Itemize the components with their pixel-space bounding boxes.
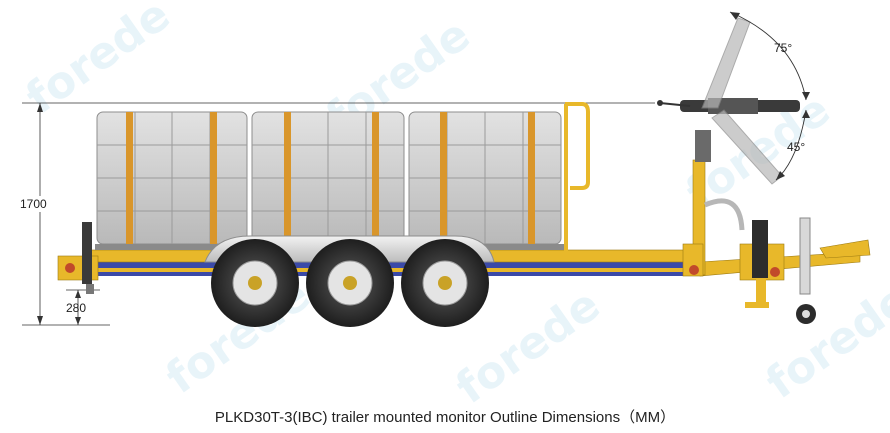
angle-indicators: 75° 45° — [729, 11, 810, 181]
watermark-text: forede — [17, 0, 179, 124]
diagram-caption: PLKD30T-3(IBC) trailer mounted monitor O… — [214, 409, 676, 426]
clearance-label: 280 — [66, 301, 86, 315]
height-label: 1700 — [20, 197, 47, 211]
ibc-tank — [251, 111, 405, 245]
watermark-text: forede — [757, 274, 890, 409]
wheels — [211, 239, 489, 327]
wheel — [401, 239, 489, 327]
ibc-tank — [408, 111, 562, 245]
angle-upper-label: 75° — [774, 41, 792, 55]
dimension-1700: 1700 — [18, 102, 655, 326]
dimension-280: 280 — [66, 289, 100, 325]
wheel — [211, 239, 299, 327]
wheel — [306, 239, 394, 327]
angle-lower-label: 45° — [787, 140, 805, 154]
rear-light-bar — [57, 222, 99, 294]
ibc-tanks — [95, 102, 590, 252]
ibc-tank — [96, 111, 248, 245]
